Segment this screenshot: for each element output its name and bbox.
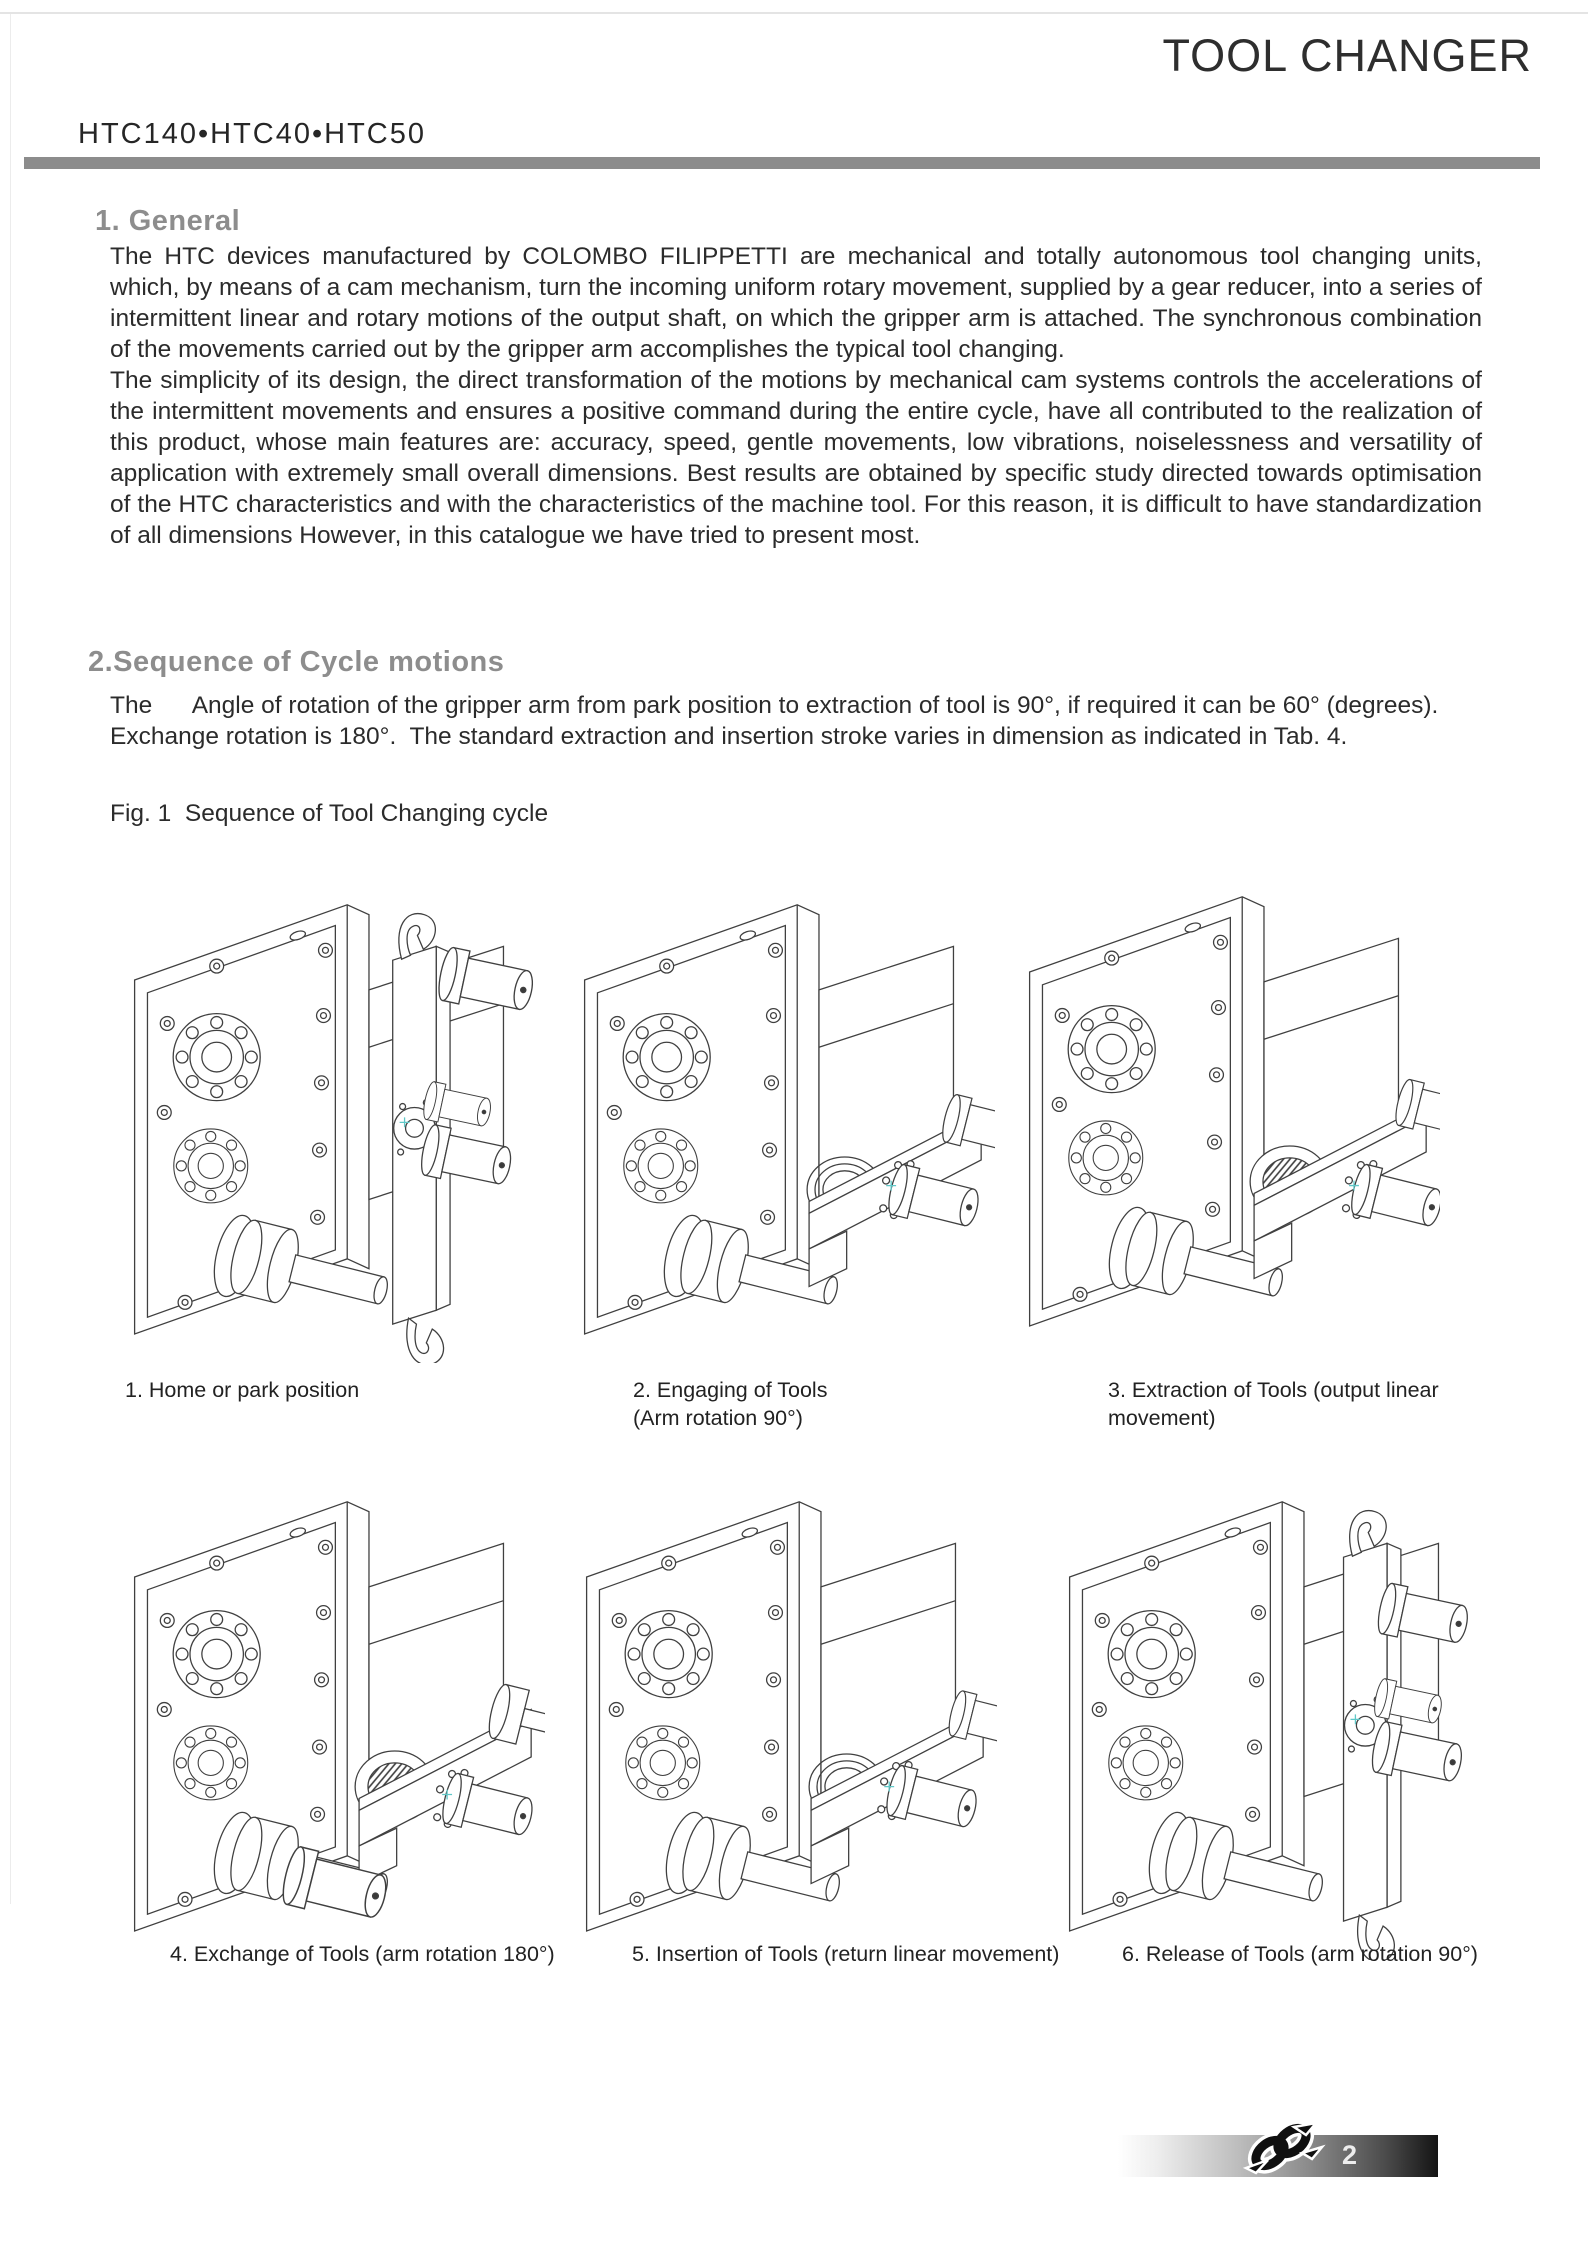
section-1-body: The HTC devices manufactured by COLOMBO … (110, 241, 1482, 551)
tool-changer-drawing-3 (995, 850, 1484, 1355)
model-line: HTC140•HTC40•HTC50 (78, 118, 427, 150)
section-2-heading: 2.Sequence of Cycle motions (88, 646, 505, 678)
tool-changer-drawing-2 (550, 858, 1033, 1363)
page-top-edge (0, 12, 1588, 14)
page-left-edge (10, 14, 11, 1904)
step-caption-4: 4. Exchange of Tools (arm rotation 180°) (170, 1942, 555, 1966)
colombo-filippetti-logo-icon (1242, 2120, 1326, 2175)
page-number: 2 (1342, 2140, 1358, 2170)
section-2-paragraph-1: The Angle of rotation of the gripper arm… (110, 692, 1493, 750)
tool-changer-drawing-1 (100, 858, 545, 1363)
section-1-paragraph-1: The HTC devices manufactured by COLOMBO … (110, 243, 1482, 363)
step-caption-2: 2. Engaging of Tools (Arm rotation 90°) (633, 1378, 828, 1430)
document-title: TOOL CHANGER (1162, 30, 1532, 81)
step-caption-5: 5. Insertion of Tools (return linear mov… (632, 1942, 1060, 1966)
tool-changer-drawing-4 (100, 1455, 649, 1960)
step-caption-3: 3. Extraction of Tools (output linear mo… (1108, 1378, 1439, 1430)
step-caption-6: 6. Release of Tools (arm rotation 90°) (1122, 1942, 1478, 1966)
section-1-heading: 1. General (95, 205, 241, 237)
tool-changer-drawing-5 (552, 1455, 1035, 1960)
step-caption-1: 1. Home or park position (125, 1378, 360, 1402)
tool-changer-drawing-6 (1035, 1455, 1480, 1960)
figure-caption: Fig. 1 Sequence of Tool Changing cycle (110, 800, 549, 827)
header-rule (24, 157, 1540, 169)
section-1-paragraph-2: The simplicity of its design, the direct… (110, 367, 1482, 549)
